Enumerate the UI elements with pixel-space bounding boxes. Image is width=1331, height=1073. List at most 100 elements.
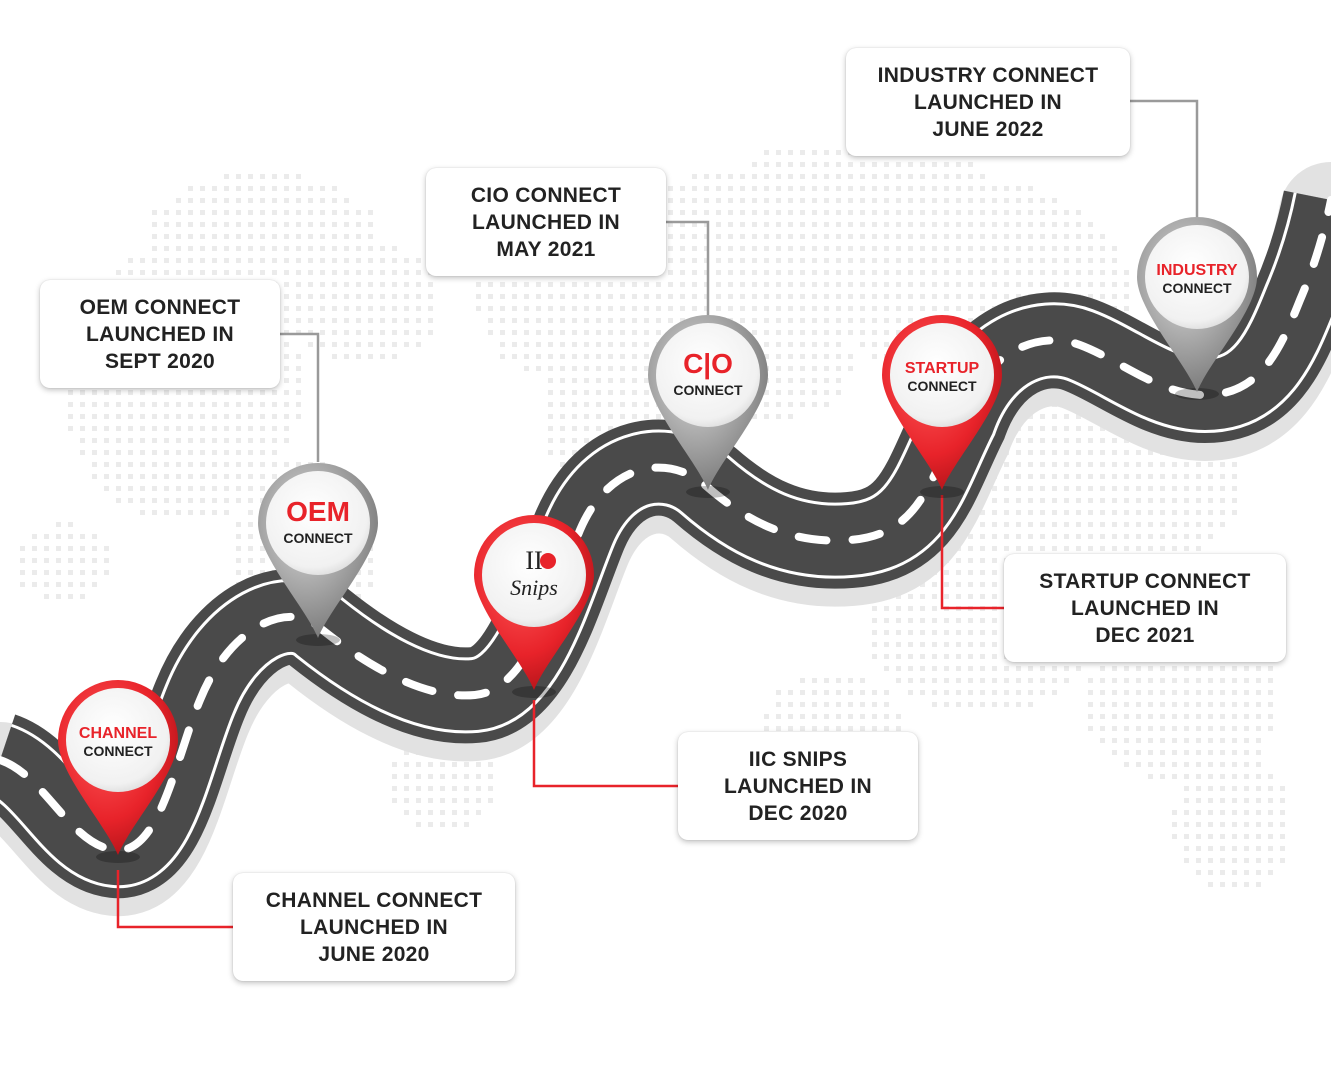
map-dot (1124, 474, 1129, 479)
map-dot (896, 174, 901, 179)
map-dot (920, 666, 925, 671)
map-dot (356, 294, 361, 299)
map-dot (884, 174, 889, 179)
map-dot (92, 546, 97, 551)
map-dot (1220, 846, 1225, 851)
map-dot (296, 366, 301, 371)
map-dot (116, 486, 121, 491)
map-dot (344, 258, 349, 263)
map-dot (824, 390, 829, 395)
map-dot (980, 174, 985, 179)
map-dot (1112, 534, 1117, 539)
map-dot (536, 342, 541, 347)
map-dot (644, 414, 649, 419)
map-dot (848, 282, 853, 287)
map-dot (800, 282, 805, 287)
map-dot (524, 306, 529, 311)
map-dot (956, 306, 961, 311)
map-dot (860, 330, 865, 335)
map-dot (824, 198, 829, 203)
logo-text-secondary: CONNECT (1162, 280, 1232, 296)
map-dot (428, 294, 433, 299)
map-dot (1052, 426, 1057, 431)
map-dot (740, 246, 745, 251)
map-dot (512, 342, 517, 347)
map-dot (944, 198, 949, 203)
map-dot (764, 318, 769, 323)
map-dot (500, 330, 505, 335)
map-dot (260, 234, 265, 239)
map-dot (1232, 762, 1237, 767)
map-dot (68, 570, 73, 575)
map-dot (116, 498, 121, 503)
map-dot (320, 306, 325, 311)
map-dot (152, 462, 157, 467)
map-dot (1052, 546, 1057, 551)
map-dot (80, 534, 85, 539)
map-dot (1124, 702, 1129, 707)
map-dot (236, 486, 241, 491)
map-dot (164, 426, 169, 431)
map-dot (968, 234, 973, 239)
map-dot (800, 726, 805, 731)
map-dot (908, 198, 913, 203)
map-dot (464, 822, 469, 827)
map-dot (788, 342, 793, 347)
map-dot (968, 618, 973, 623)
map-dot (788, 150, 793, 155)
map-dot (884, 714, 889, 719)
map-dot (164, 390, 169, 395)
connector-line-channel (116, 870, 233, 929)
map-dot (260, 570, 265, 575)
map-dot (1076, 258, 1081, 263)
map-dot (1088, 438, 1093, 443)
map-dot (560, 426, 565, 431)
map-dot (884, 606, 889, 611)
map-dot (776, 258, 781, 263)
map-dot (1040, 474, 1045, 479)
map-dot (164, 438, 169, 443)
map-dot (1124, 510, 1129, 515)
map-dot (1052, 474, 1057, 479)
map-dot (284, 270, 289, 275)
map-dot (1112, 246, 1117, 251)
map-dot (428, 282, 433, 287)
map-dot (284, 378, 289, 383)
map-dot (140, 486, 145, 491)
map-dot (1040, 222, 1045, 227)
map-dot (548, 318, 553, 323)
map-dot (776, 714, 781, 719)
map-dot (956, 654, 961, 659)
map-dot (284, 462, 289, 467)
map-dot (1040, 210, 1045, 215)
map-dot (320, 270, 325, 275)
map-dot (236, 402, 241, 407)
map-dot (1052, 222, 1057, 227)
map-dot (1184, 702, 1189, 707)
map-dot (932, 306, 937, 311)
map-dot (920, 246, 925, 251)
milestone-line: LAUNCHED IN (1071, 596, 1219, 620)
map-dot (1172, 810, 1177, 815)
map-dot (320, 246, 325, 251)
map-dot (908, 606, 913, 611)
map-dot (944, 582, 949, 587)
map-dot (956, 618, 961, 623)
map-dot (1172, 834, 1177, 839)
map-dot (776, 414, 781, 419)
map-dot (968, 258, 973, 263)
map-dot (1268, 666, 1273, 671)
map-dot (884, 282, 889, 287)
map-dot (776, 402, 781, 407)
map-dot (1184, 822, 1189, 827)
map-dot (104, 546, 109, 551)
map-dot (1028, 438, 1033, 443)
map-dot (1208, 522, 1213, 527)
map-dot (872, 270, 877, 275)
map-dot (1220, 870, 1225, 875)
map-dot (1028, 522, 1033, 527)
map-dot (740, 186, 745, 191)
map-dot (200, 474, 205, 479)
